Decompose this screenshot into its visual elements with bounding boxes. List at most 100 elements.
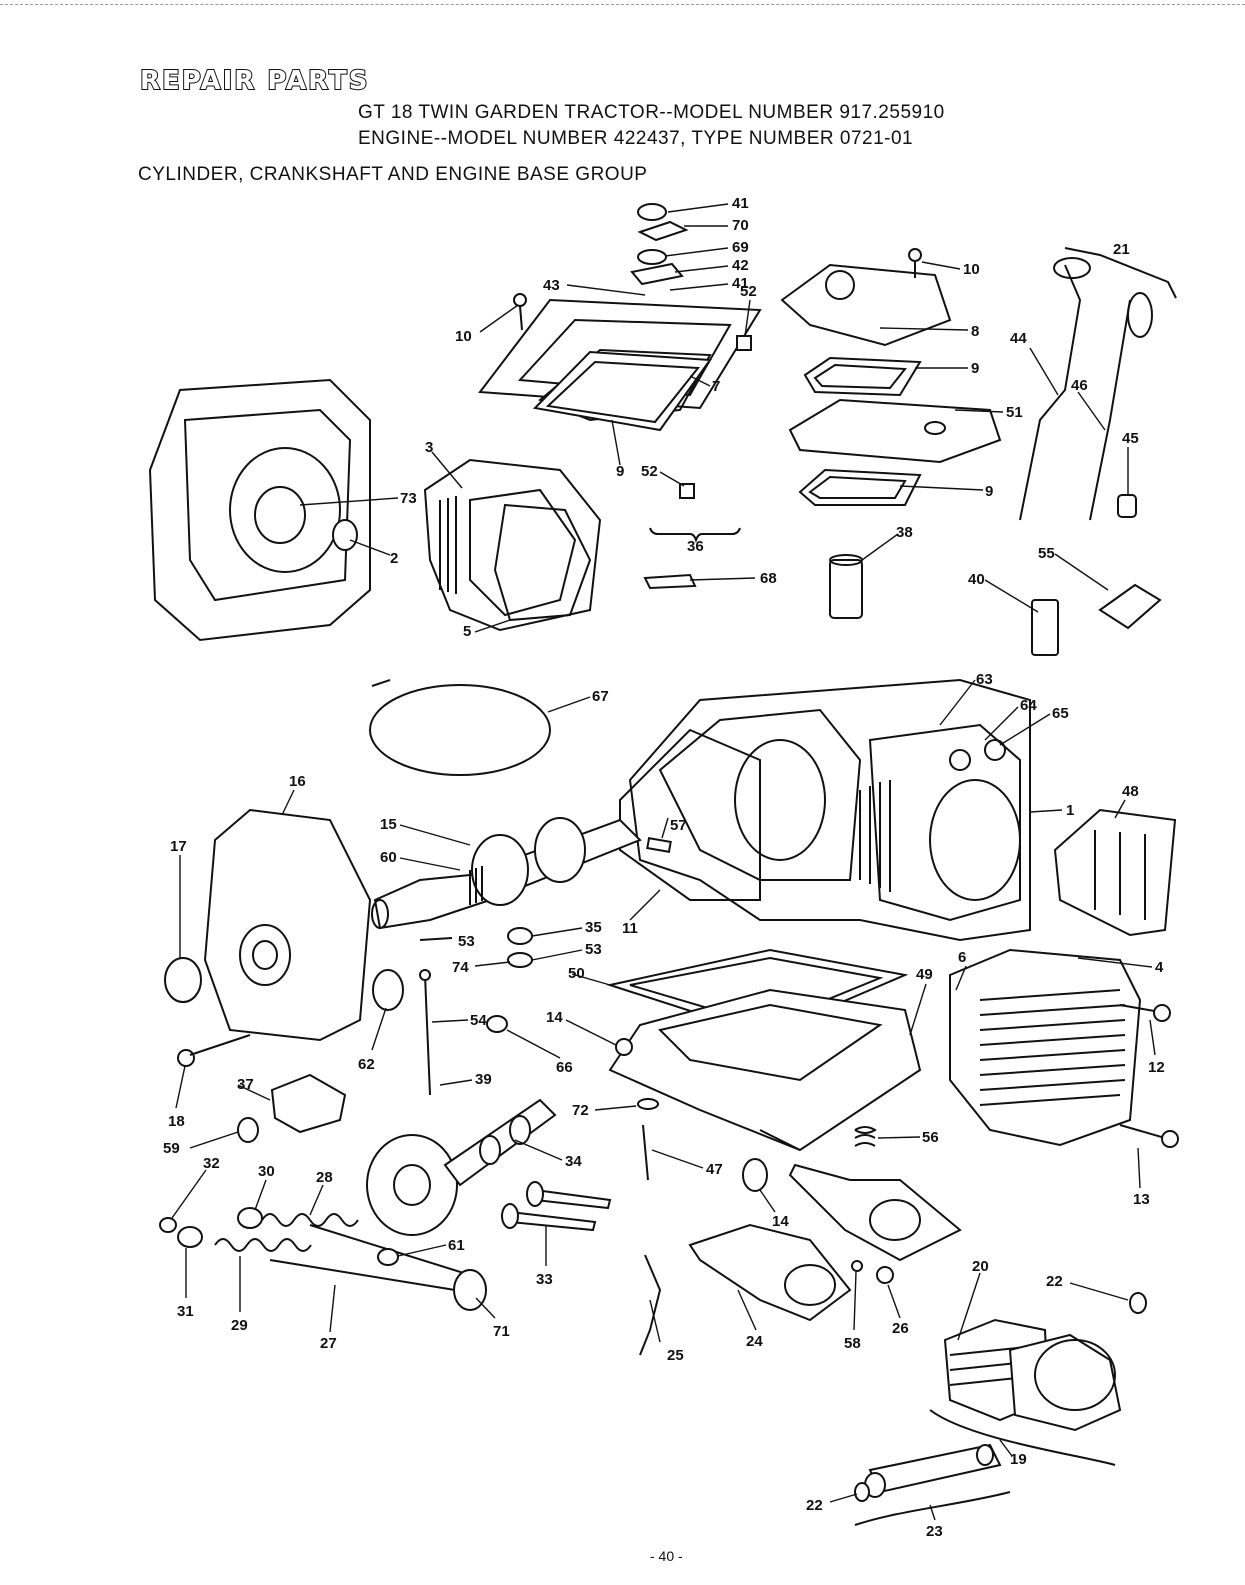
callout-22a: 22: [1046, 1273, 1063, 1290]
part-48-shield: [1053, 808, 1177, 937]
callout-27: 27: [320, 1335, 337, 1352]
part-29-spring: [214, 1238, 312, 1252]
part-67-wire: [369, 684, 551, 776]
part-14-plug: [615, 1038, 633, 1056]
callout-33: 33: [536, 1271, 553, 1288]
part-28-spring: [261, 1213, 359, 1227]
callout-41: 41: [732, 195, 749, 212]
callout-13: 13: [1133, 1191, 1150, 1208]
callout-69: 69: [732, 239, 749, 256]
connecting-rod-upper: [788, 1163, 962, 1262]
callout-49: 49: [916, 966, 933, 983]
part-72-washer: [637, 1098, 659, 1110]
part-24-connecting-rod: [688, 1223, 852, 1322]
part-16-cover: [203, 808, 372, 1042]
part-33-tappet-b: [509, 1210, 597, 1232]
part-9-gasket-b: [798, 468, 922, 506]
callout-48: 48: [1122, 783, 1139, 800]
callout-32: 32: [203, 1155, 220, 1172]
tractor-model-line: GT 18 TWIN GARDEN TRACTOR--MODEL NUMBER …: [358, 102, 945, 123]
callout-74: 74: [452, 959, 469, 976]
callout-7: 7: [712, 378, 720, 395]
callout-23: 23: [926, 1523, 943, 1540]
callout-53a: 53: [585, 941, 602, 958]
part-5-gasket: [493, 503, 592, 622]
callout-41b: 41: [732, 275, 749, 292]
callout-9a: 9: [971, 360, 979, 377]
callout-17: 17: [170, 838, 187, 855]
group-heading: CYLINDER, CRANKSHAFT AND ENGINE BASE GRO…: [138, 164, 648, 185]
callout-68: 68: [760, 570, 777, 587]
part-41-cap: [637, 203, 667, 221]
part-61-seal: [377, 1248, 399, 1266]
callout-40: 40: [968, 571, 985, 588]
callout-21: 21: [1113, 241, 1130, 258]
part-66-plug: [486, 1015, 508, 1033]
callout-28: 28: [316, 1169, 333, 1186]
callout-71: 71: [493, 1323, 510, 1340]
callout-59: 59: [163, 1140, 180, 1157]
part-51-plate: [788, 398, 1002, 464]
callout-26: 26: [892, 1320, 909, 1337]
callout-52: 52: [740, 283, 757, 300]
callout-60: 60: [380, 849, 397, 866]
callout-24: 24: [746, 1333, 763, 1350]
callout-37: 37: [237, 1076, 254, 1093]
part-52-lower: [679, 483, 695, 499]
callout-38: 38: [896, 524, 913, 541]
part-45-cap: [1117, 494, 1137, 518]
callout-70: 70: [732, 217, 749, 234]
callout-8: 8: [971, 323, 979, 340]
part-55-connector: [1098, 583, 1162, 630]
part-10-bolt-right: [908, 248, 922, 262]
callout-15: 15: [380, 816, 397, 833]
part-30-retainer: [237, 1207, 263, 1229]
callout-2: 2: [390, 550, 398, 567]
part-2-seal: [332, 519, 358, 551]
callout-57: 57: [670, 817, 687, 834]
part-56-spring: [854, 1126, 877, 1147]
part-18-screw: [177, 1049, 195, 1067]
callout-66: 66: [556, 1059, 573, 1076]
callout-25: 25: [667, 1347, 684, 1364]
callout-35: 35: [585, 919, 602, 936]
callout-10-right: 10: [963, 261, 980, 278]
part-33-tappet-a: [534, 1188, 612, 1210]
callout-3: 3: [425, 439, 433, 456]
callout-16: 16: [289, 773, 306, 790]
callout-72: 72: [572, 1102, 589, 1119]
part-31-retainer: [177, 1226, 203, 1248]
part-47-bolt: [642, 1124, 649, 1181]
callout-53b: 53: [458, 933, 475, 950]
callout-labels: 41 70 69 42 41 43 52 10 10 21 8 9 51 9 4…: [163, 195, 1165, 1540]
part-34-camshaft-gear: [366, 1134, 458, 1236]
callout-73: 73: [400, 490, 417, 507]
part-22-clip-b: [854, 1482, 870, 1502]
callout-22b: 22: [806, 1497, 823, 1514]
part-8-cover: [780, 263, 952, 347]
parts-artwork: [148, 203, 1179, 1526]
callout-63: 63: [976, 671, 993, 688]
part-49-base: [608, 988, 922, 1152]
callout-10-left: 10: [455, 328, 472, 345]
callout-31: 31: [177, 1303, 194, 1320]
part-32-key: [159, 1217, 177, 1233]
part-58-washer: [851, 1260, 863, 1272]
callout-4: 4: [1155, 959, 1164, 976]
part-40-sender: [1031, 599, 1059, 656]
part-25-dipper: [639, 1254, 662, 1356]
part-11-gasket: [619, 728, 761, 901]
callout-18: 18: [168, 1113, 185, 1130]
part-35-gear: [507, 927, 533, 945]
part-54-shaft: [424, 974, 431, 1096]
part-22-clip-a: [1129, 1292, 1147, 1314]
page-number: - 40 -: [650, 1548, 683, 1564]
callout-43: 43: [543, 277, 560, 294]
callout-19: 19: [1010, 1451, 1027, 1468]
part-12-bolt: [1153, 1004, 1171, 1022]
callout-14b: 14: [772, 1213, 789, 1230]
leader-lines: [171, 203, 1156, 1521]
callout-30: 30: [258, 1163, 275, 1180]
part-3-head: [423, 458, 602, 632]
